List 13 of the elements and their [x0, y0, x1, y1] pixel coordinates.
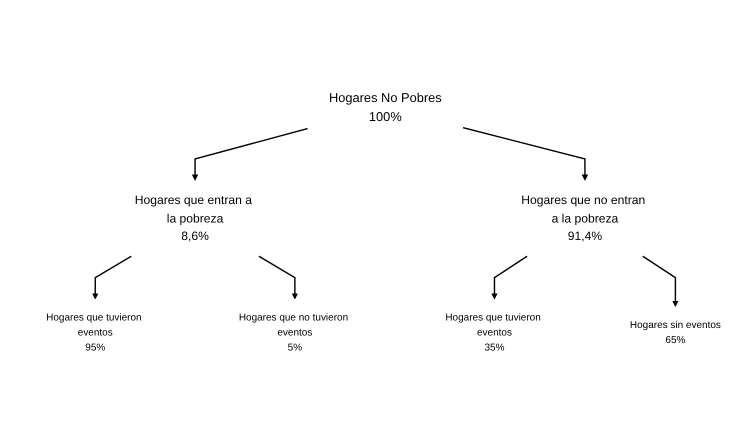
node-text: Hogares que tuvieron eventos 35% — [445, 312, 541, 353]
node-text: Hogares que tuvieron eventos 95% — [46, 312, 142, 353]
arrow — [192, 128, 308, 182]
node-text: Hogares sin eventos 65% — [630, 319, 721, 346]
node-text: Hogares No Pobres 100% — [328, 91, 442, 125]
node-text: Hogares que no tuvieron eventos 5% — [238, 312, 348, 353]
arrow — [491, 256, 528, 300]
arrow — [642, 256, 679, 308]
arrow — [258, 256, 298, 300]
node-text: Hogares que entran a la pobreza 8,6% — [134, 194, 252, 244]
arrow — [92, 256, 132, 300]
arrow — [462, 127, 588, 182]
node-text: Hogares que no entran a la pobreza 91,4% — [521, 194, 646, 244]
